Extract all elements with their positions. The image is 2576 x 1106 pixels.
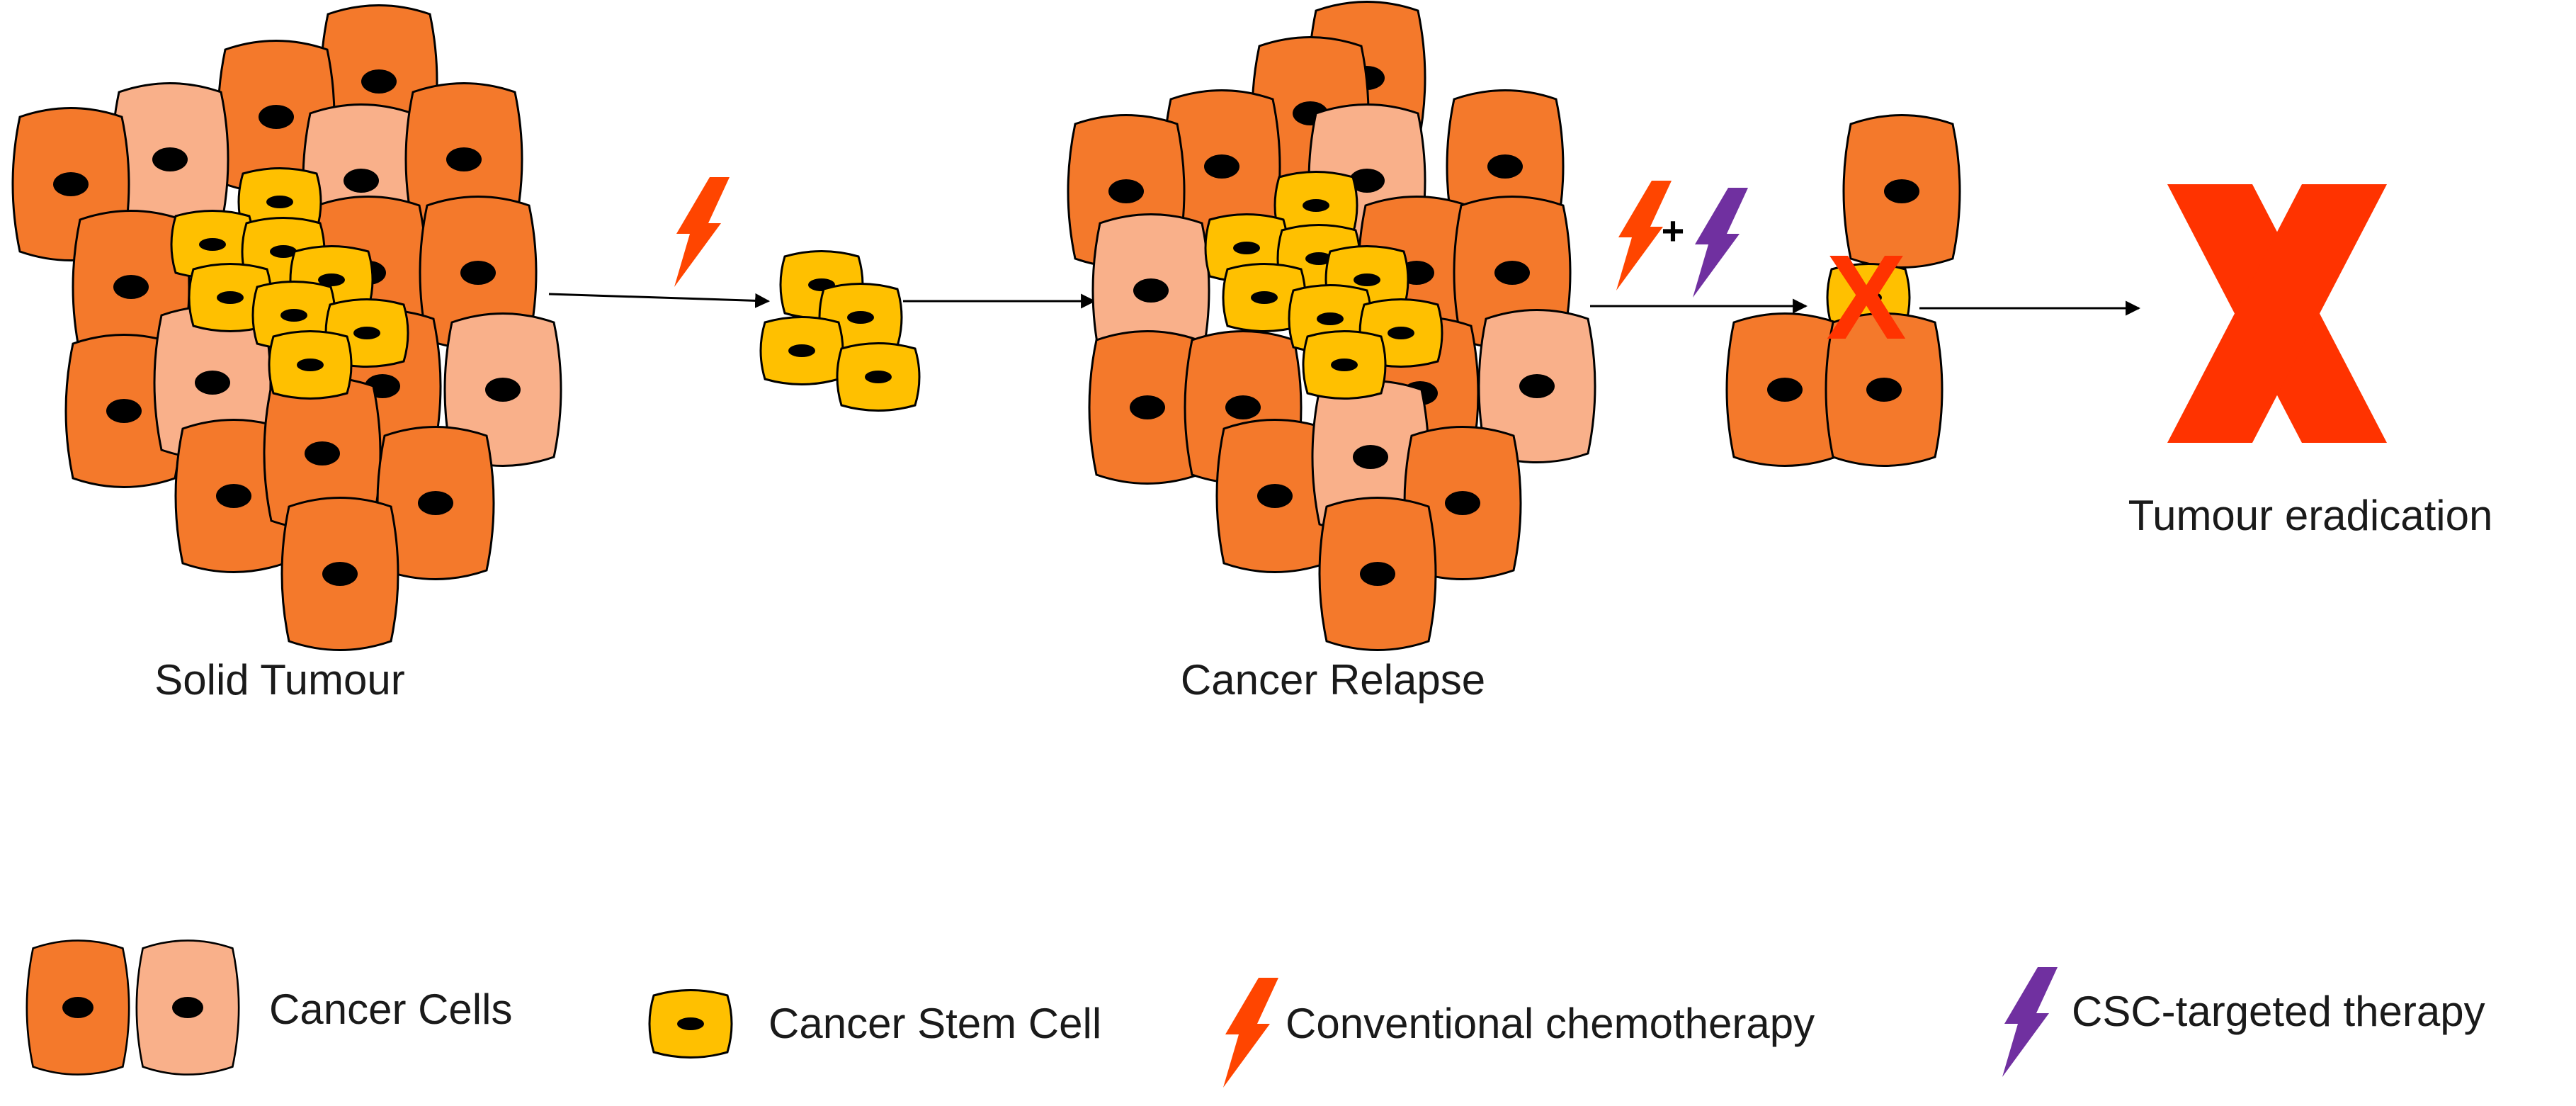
- legend: Cancer Cells Cancer Stem Cell Convention…: [25, 939, 2485, 1088]
- cancer-relapse-label: Cancer Relapse: [1181, 656, 1485, 704]
- plus-sign: +: [1662, 208, 1685, 253]
- solid-tumour-cluster: [11, 4, 562, 651]
- chemo-bolt-icon: [674, 177, 730, 287]
- chemo-bolt-icon: [1223, 978, 1278, 1088]
- cancer-relapse-cluster: [1067, 1, 1596, 651]
- tumour-eradication-label: Tumour eradication: [2128, 492, 2493, 539]
- csc-bolt-icon: [2002, 967, 2058, 1077]
- surviving-stem-cells: [759, 250, 921, 412]
- eradication-cross-icon: [2167, 184, 2387, 443]
- legend-cancer-stem-cell-label: Cancer Stem Cell: [768, 1000, 1101, 1047]
- arrow-to-surviving-stem-cells: [548, 293, 771, 308]
- csc-bolt-icon: [1693, 188, 1748, 298]
- legend-cancer-cells: Cancer Cells: [25, 939, 512, 1076]
- legend-cancer-cells-label: Cancer Cells: [269, 986, 512, 1033]
- legend-cancer-stem-cell: Cancer Stem Cell: [648, 989, 1101, 1059]
- legend-csc-therapy: CSC-targeted therapy: [2002, 967, 2485, 1077]
- dead-stem-cell-cross-icon: X: [1826, 230, 1906, 365]
- legend-conventional-chemo: Conventional chemotherapy: [1223, 978, 1815, 1088]
- solid-tumour-label: Solid Tumour: [154, 656, 405, 704]
- legend-conventional-chemo-label: Conventional chemotherapy: [1286, 1000, 1815, 1047]
- legend-csc-therapy-label: CSC-targeted therapy: [2072, 988, 2485, 1035]
